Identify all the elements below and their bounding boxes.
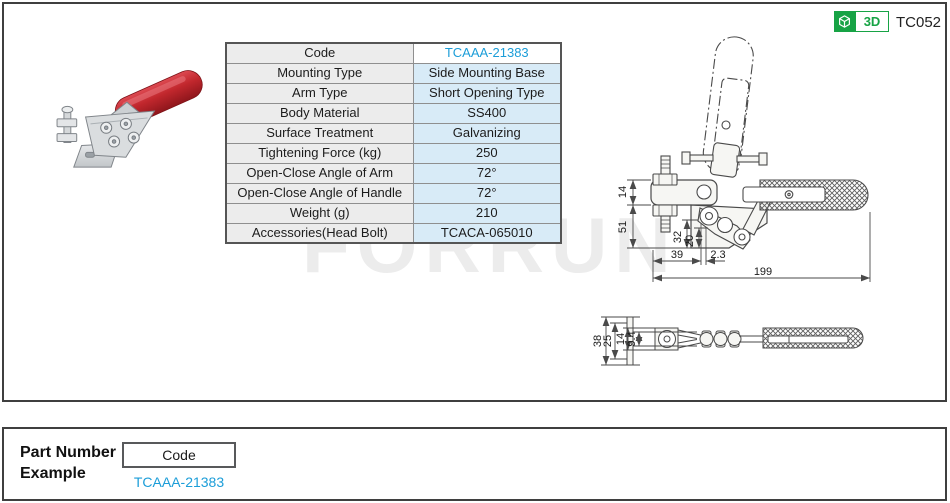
spec-value: SS400 <box>412 102 562 124</box>
spec-value: 250 <box>412 142 562 164</box>
code-header-box: Code <box>122 442 236 468</box>
dim-2-3: 2.3 <box>710 249 725 261</box>
dim-199: 199 <box>754 266 772 278</box>
part-number-code-link[interactable]: TCAAA-21383 <box>133 474 225 490</box>
spec-value: Short Opening Type <box>412 82 562 104</box>
part-number-title-line2: Example <box>20 465 86 482</box>
badge-3d-label: 3D <box>855 11 889 32</box>
spec-label: Surface Treatment <box>225 122 414 144</box>
spec-label: Open-Close Angle of Arm <box>225 162 414 184</box>
spec-code-link[interactable]: TCAAA-21383 <box>412 42 562 64</box>
spec-label: Open-Close Angle of Handle <box>225 182 414 204</box>
dim-9-4: 9.4 <box>626 331 638 346</box>
spec-label: Tightening Force (kg) <box>225 142 414 164</box>
dim-14: 14 <box>617 186 629 198</box>
side-view-drawing: 14 51 32 20 39 2.3 199 <box>617 36 871 282</box>
dim-32: 32 <box>672 231 684 243</box>
spec-row: Accessories(Head Bolt)TCACA-065010 <box>225 222 562 244</box>
spec-value: Side Mounting Base <box>412 62 562 84</box>
dimension-lines <box>627 179 871 282</box>
dim-38: 38 <box>593 335 604 347</box>
view-3d-button[interactable]: 3D <box>834 11 889 32</box>
spec-label: Weight (g) <box>225 202 414 224</box>
cross-bolt <box>681 142 768 178</box>
cube-3d-icon <box>834 11 855 32</box>
spec-value: Galvanizing <box>412 122 562 144</box>
dim-14-plan: 14 <box>615 333 627 345</box>
rivets <box>100 117 140 148</box>
spec-row: Weight (g)210 <box>225 202 562 224</box>
part-number-title: Part Number Example <box>20 442 116 484</box>
dim-39: 39 <box>671 249 683 261</box>
dimension-lines <box>601 316 697 366</box>
spec-value: 72° <box>412 162 562 184</box>
dim-20: 20 <box>684 235 696 247</box>
spec-label: Code <box>225 42 414 64</box>
dim-51: 51 <box>617 221 629 233</box>
part-number-panel: Part Number Example Code TCAAA-21383 <box>2 427 947 501</box>
spec-value: 72° <box>412 182 562 204</box>
clamp-body <box>56 101 156 168</box>
spec-label: Accessories(Head Bolt) <box>225 222 414 244</box>
part-number-title-line1: Part Number <box>20 444 117 461</box>
plan-view-drawing: 38 25 14 9.4 <box>593 316 864 366</box>
page-code: TC052 <box>896 14 942 31</box>
spec-value: TCACA-065010 <box>412 222 562 244</box>
dim-25: 25 <box>602 335 614 347</box>
spec-label: Arm Type <box>225 82 414 104</box>
spec-row: Tightening Force (kg)250 <box>225 142 562 164</box>
product-photo <box>56 70 203 168</box>
spec-label: Body Material <box>225 102 414 124</box>
spec-value: 210 <box>412 202 562 224</box>
handle-grip <box>742 179 869 211</box>
spec-label: Mounting Type <box>225 62 414 84</box>
